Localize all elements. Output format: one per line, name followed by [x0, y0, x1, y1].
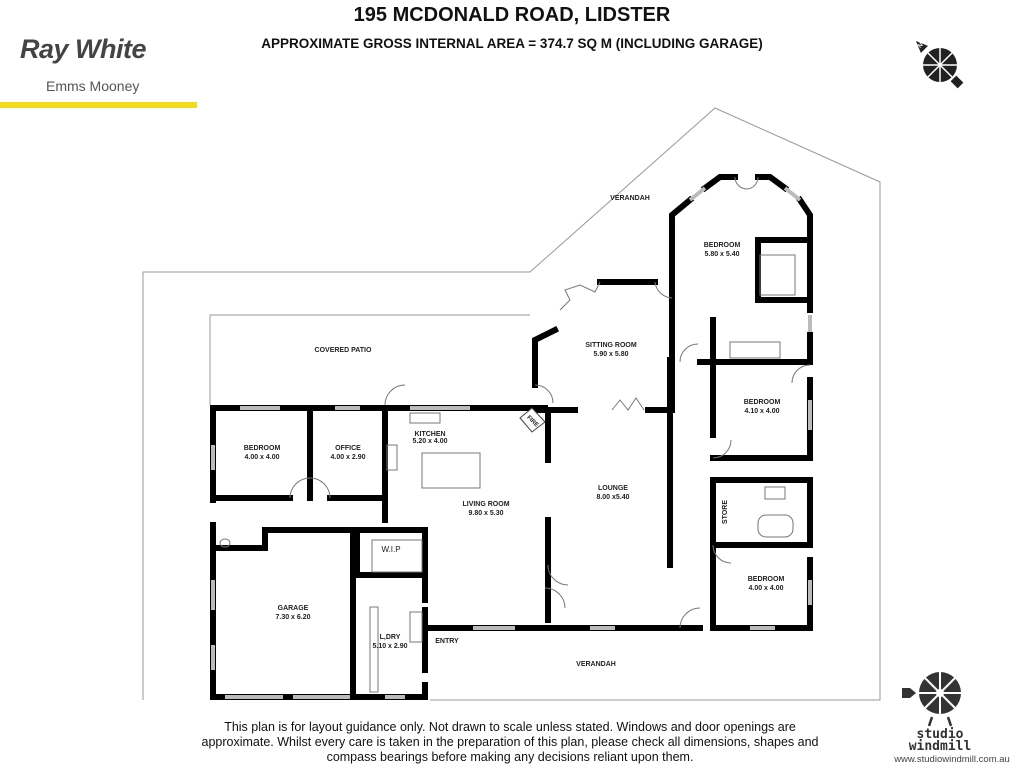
fixtures [219, 176, 811, 693]
laundry-label: L,DRY [380, 634, 401, 641]
covered-patio-label: COVERED PATIO [315, 347, 372, 354]
agency-office-name: Emms Mooney [46, 78, 140, 94]
bedroom-3-label: BEDROOM [748, 576, 785, 583]
bedroom-west-size: 4.00 x 4.00 [244, 454, 279, 461]
svg-text:N: N [917, 42, 924, 49]
verandah-top-label: VERANDAH [610, 195, 650, 202]
lounge-label: LOUNGE [598, 485, 628, 492]
property-address-title: 195 MCDONALD ROAD, LIDSTER [353, 4, 671, 26]
kitchen-sink [409, 412, 441, 424]
windows [211, 186, 812, 699]
laundry-tub [409, 611, 423, 643]
kitchen-island [421, 452, 481, 489]
patio-outline [209, 314, 530, 405]
compass-icon: N [915, 40, 964, 89]
store-label: STORE [722, 500, 729, 524]
sitting-room-label: SITTING ROOM [585, 342, 637, 349]
garage-size: 7.30 x 6.20 [275, 614, 310, 621]
toilet [219, 538, 231, 548]
living-room-size: 9.80 x 5.30 [468, 510, 503, 517]
kitchen-label: KITCHEN [414, 431, 445, 438]
kitchen-size: 5.20 x 4.00 [412, 438, 447, 445]
lounge-size: 8.00 x5.40 [596, 494, 629, 501]
entry-label: ENTRY [435, 638, 459, 645]
office-size: 4.00 x 2.90 [330, 454, 365, 461]
vanity [729, 341, 781, 359]
verandah-outline [142, 107, 881, 701]
garage-label: GARAGE [278, 605, 309, 612]
wardrobe [759, 254, 796, 296]
laundry-bench [369, 606, 379, 693]
verandah-bottom-label: VERANDAH [576, 661, 616, 668]
studio-windmill-logo [902, 672, 961, 727]
walls [210, 174, 813, 700]
wip-label: W.I.P [381, 545, 400, 554]
basin [764, 486, 786, 500]
brand-accent-bar [0, 102, 197, 108]
bedroom-main-size: 5.80 x 5.40 [704, 251, 739, 258]
bedroom-3-size: 4.00 x 4.00 [748, 585, 783, 592]
studio-name: studio windmill [900, 727, 980, 754]
disclaimer-text: This plan is for layout guidance only. N… [201, 720, 819, 764]
studio-name-line1: studio [916, 727, 964, 742]
laundry-size: 5.10 x 2.90 [372, 643, 407, 650]
office-label: OFFICE [335, 445, 361, 452]
gross-area-subtitle: APPROXIMATE GROSS INTERNAL AREA = 374.7 … [261, 36, 763, 51]
bedroom-west-label: BEDROOM [244, 445, 281, 452]
sitting-room-size: 5.90 x 5.80 [593, 351, 628, 358]
bathtub [757, 514, 794, 538]
bedroom-2-label: BEDROOM [744, 399, 781, 406]
studio-url: www.studiowindmill.com.au [894, 754, 1010, 765]
studio-name-line2: windmill [908, 739, 972, 754]
ray-white-logo: Ray White [20, 34, 147, 64]
wip-shelving [371, 539, 423, 573]
fire-icon: FIRE [519, 407, 546, 433]
cooktop [386, 444, 398, 471]
living-room-label: LIVING ROOM [462, 501, 509, 508]
bedroom-main-label: BEDROOM [704, 242, 741, 249]
bedroom-2-size: 4.10 x 4.00 [744, 408, 779, 415]
